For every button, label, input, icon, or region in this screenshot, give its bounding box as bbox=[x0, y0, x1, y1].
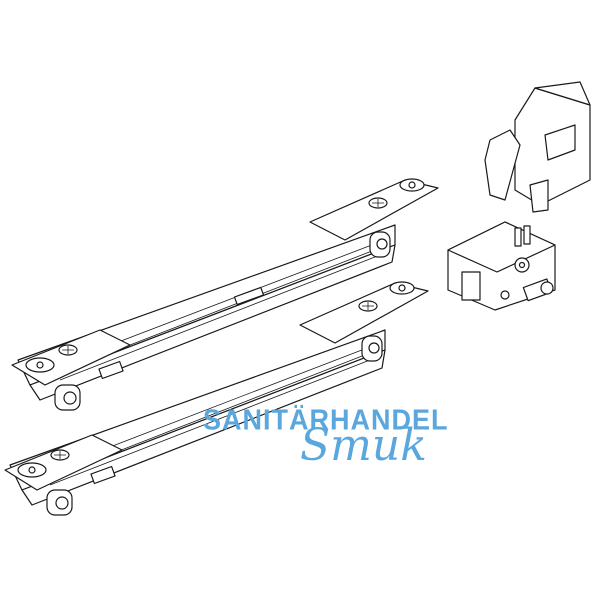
watermark-line1: SANITÄRHANDEL bbox=[203, 404, 449, 436]
watermark-line2: Smuk bbox=[300, 420, 427, 471]
lower-running-gear bbox=[4, 281, 429, 516]
stopper-block bbox=[447, 221, 556, 311]
upper-running-gear bbox=[11, 178, 439, 411]
activator-clip bbox=[484, 81, 591, 213]
